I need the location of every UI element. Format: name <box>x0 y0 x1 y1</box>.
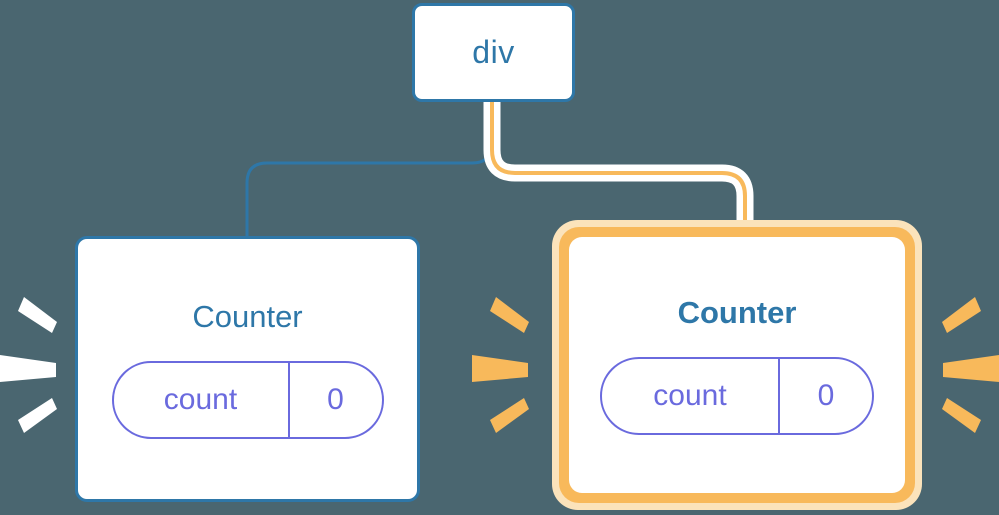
right-counter-right-burst <box>942 297 999 433</box>
node-counter-right[interactable]: Counter count 0 <box>552 220 922 510</box>
state-pill-left: count 0 <box>111 361 384 439</box>
state-key-right: count <box>653 379 727 412</box>
node-div-label: div <box>472 34 515 70</box>
state-value-right: 0 <box>778 359 872 433</box>
state-value-left: 0 <box>287 363 382 437</box>
node-counter-left-label: Counter <box>192 299 303 334</box>
node-div[interactable]: div <box>412 3 575 102</box>
node-counter-right-label: Counter <box>677 295 797 330</box>
burst-ray-lower-icon <box>942 398 981 433</box>
burst-ray-upper-icon <box>942 297 981 333</box>
burst-ray-lower-icon <box>490 398 529 433</box>
burst-ray-middle-icon <box>0 355 56 382</box>
edge-div-to-left-counter <box>245 100 494 240</box>
edge-div-to-right-counter-halo <box>483 100 754 228</box>
left-counter-burst <box>0 297 57 433</box>
node-counter-left[interactable]: Counter count 0 <box>75 236 420 502</box>
burst-ray-middle-icon <box>943 355 999 382</box>
right-counter-left-burst <box>472 297 529 433</box>
state-key-left: count <box>163 383 238 416</box>
burst-ray-middle-icon <box>472 355 528 382</box>
edge-div-to-right-counter <box>490 100 747 228</box>
burst-ray-upper-icon <box>490 297 529 333</box>
node-counter-right-body: Counter count 0 <box>569 237 905 493</box>
state-pill-right: count 0 <box>600 357 874 435</box>
burst-ray-lower-icon <box>18 398 57 433</box>
burst-ray-upper-icon <box>18 297 57 333</box>
